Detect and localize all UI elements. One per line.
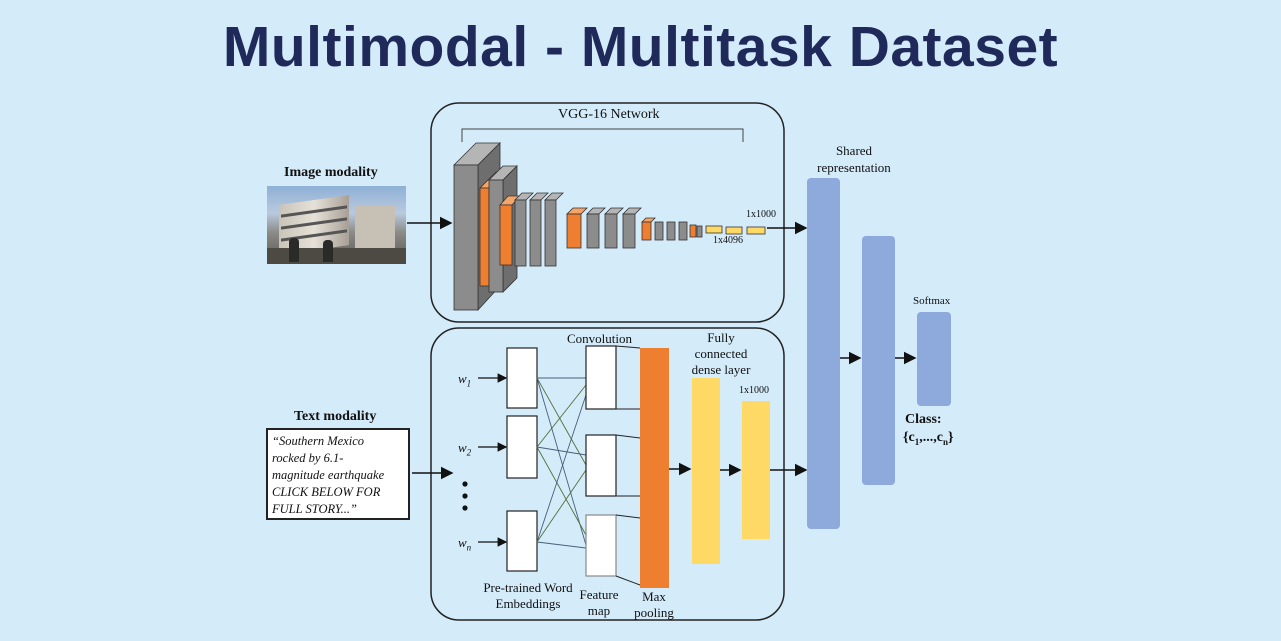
dense-1x1000-bar <box>742 401 770 539</box>
text-line-3: magnitude earthquake <box>272 468 385 482</box>
embedding-box-n <box>506 510 538 572</box>
feature-map-1 <box>585 345 617 410</box>
word-w2-label: w2 <box>458 440 472 458</box>
text-line-5: FULL STORY...” <box>272 502 358 516</box>
softmax-label: Softmax <box>913 295 951 307</box>
text-line-4: CLICK BELOW FOR <box>272 485 381 499</box>
feature-map-3 <box>585 514 617 577</box>
embeddings-label: Pre-trained Word Embeddings <box>483 580 573 611</box>
class-set-label: {c1,...,cn} <box>903 430 954 447</box>
page-title: Multimodal - Multitask Dataset <box>222 15 1059 79</box>
dense-layer-bar <box>692 378 720 564</box>
max-pooling-label: Max pooling <box>634 589 674 620</box>
vgg-layers <box>453 142 766 312</box>
text-sample-box: “Southern Mexico rocked by 6.1- magnitud… <box>266 428 410 520</box>
ellipsis-dots <box>462 481 468 511</box>
image-branch-box <box>430 102 785 323</box>
word-wn-label: wn <box>458 535 472 553</box>
word-w1-label: w1 <box>458 371 472 389</box>
convolution-connections <box>536 377 587 549</box>
text-modality-label: Text modality <box>294 409 377 424</box>
vgg-bracket <box>461 128 744 142</box>
feature-map-label: Feature map <box>579 587 619 618</box>
text-branch-box <box>430 327 785 621</box>
text-line-1: “Southern Mexico <box>272 434 364 448</box>
embedding-box-1 <box>506 347 538 409</box>
shared-layer-2 <box>862 236 895 485</box>
class-label: Class: <box>905 412 942 427</box>
embedding-box-2 <box>506 415 538 479</box>
dim-1x1000-image-label: 1x1000 <box>746 209 776 220</box>
vgg-network-label: VGG-16 Network <box>558 107 660 122</box>
pooling-connectors <box>615 345 641 586</box>
shared-layer-1 <box>807 178 840 529</box>
dim-1x1000-text-label: 1x1000 <box>739 385 769 396</box>
shared-representation-label: Shared representation <box>817 143 891 175</box>
fully-connected-label: Fully connected dense layer <box>691 330 751 377</box>
softmax-layer <box>917 312 951 406</box>
earthquake-photo <box>267 186 406 264</box>
text-line-2: rocked by 6.1- <box>272 451 344 465</box>
convolution-label: Convolution <box>567 331 633 346</box>
dim-1x4096-label: 1x4096 <box>713 235 743 246</box>
image-modality-label: Image modality <box>284 165 378 180</box>
feature-map-2 <box>585 434 617 497</box>
max-pooling-bar <box>640 348 669 588</box>
